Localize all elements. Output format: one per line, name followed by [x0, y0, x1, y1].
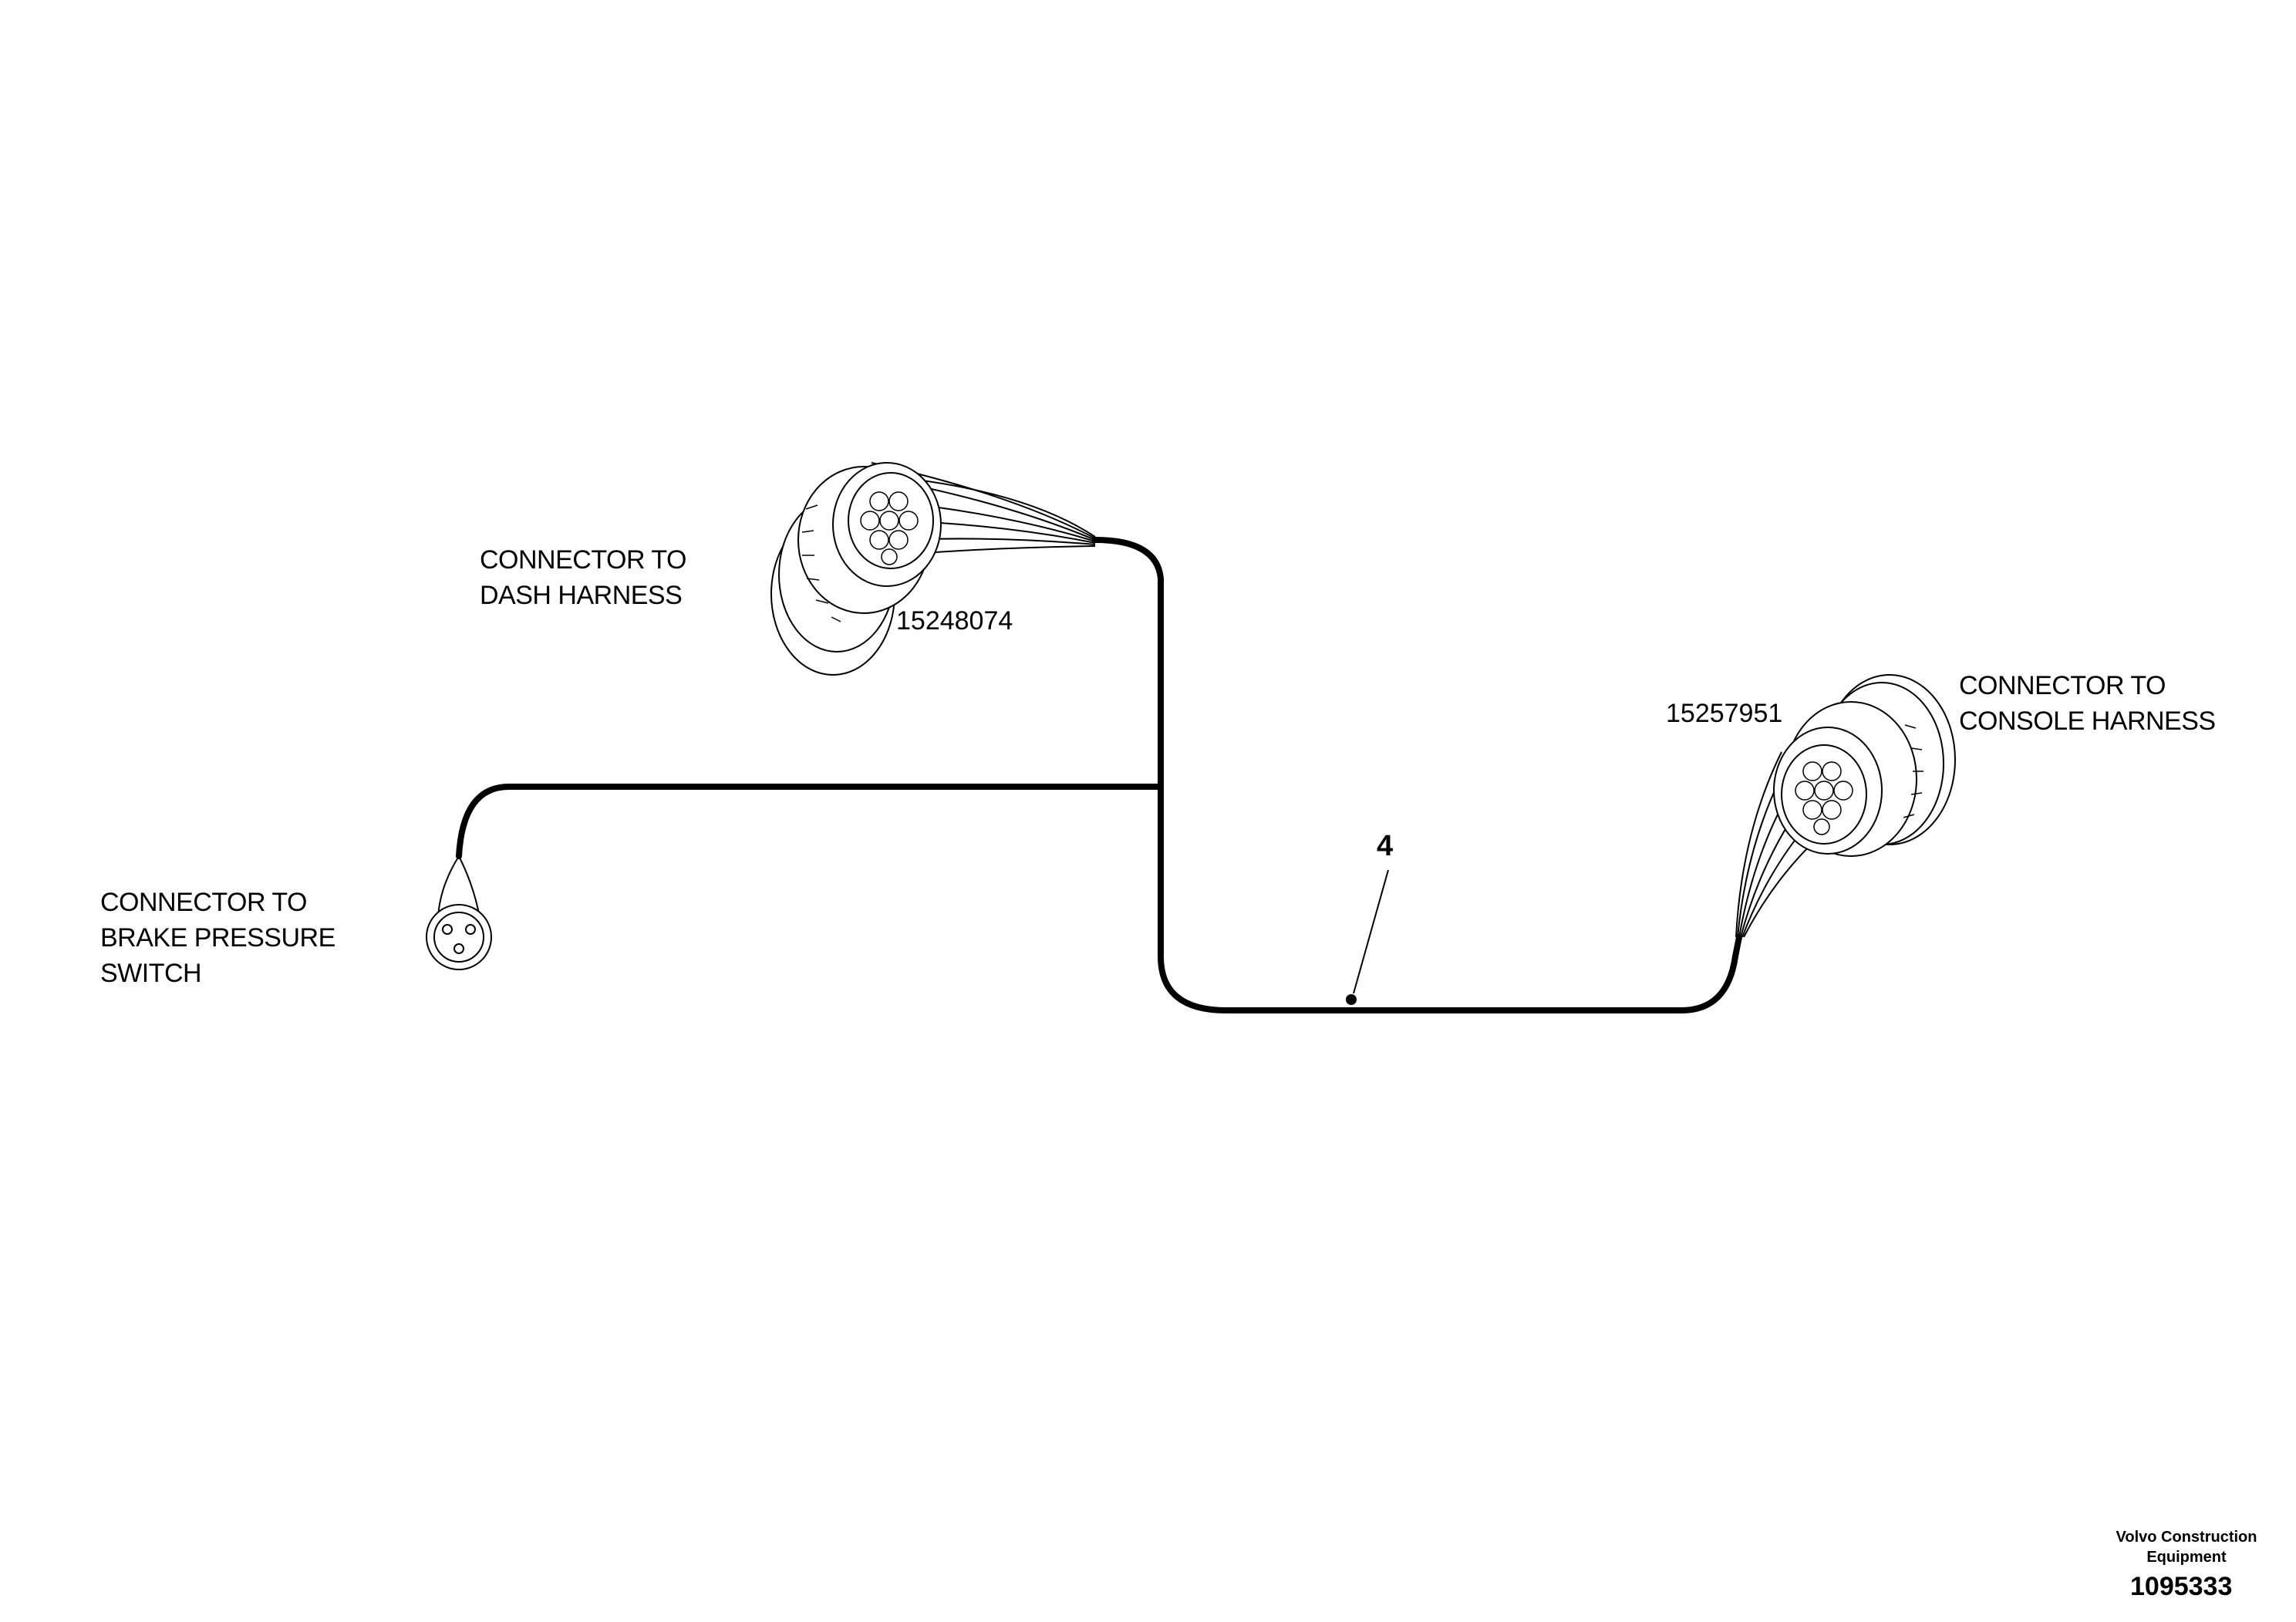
label-dash-harness: CONNECTOR TO DASH HARNESS	[480, 545, 686, 610]
item-callout-leader	[1346, 869, 1389, 1005]
label-brake-switch: CONNECTOR TO BRAKE PRESSURE SWITCH	[100, 888, 335, 988]
item-number-callout: 4	[1377, 830, 1394, 862]
document-number: 1095333	[2130, 1572, 2233, 1601]
brake-switch-connector-icon	[426, 855, 492, 970]
part-number-dash-connector: 15248074	[896, 606, 1013, 636]
dash-connector-wires	[863, 462, 1096, 556]
brand-name: Volvo Construction Equipment	[2116, 1529, 2257, 1566]
cable-to-dash-connector	[1092, 537, 1742, 1013]
console-connector-icon	[1735, 674, 1956, 938]
part-number-console-connector: 15257951	[1666, 699, 1783, 728]
label-console-harness: CONNECTOR TO CONSOLE HARNESS	[1959, 671, 2216, 736]
cable-to-brake-switch	[456, 784, 1164, 859]
harness-cable	[456, 537, 1742, 1013]
dash-connector-icon	[770, 462, 1096, 676]
